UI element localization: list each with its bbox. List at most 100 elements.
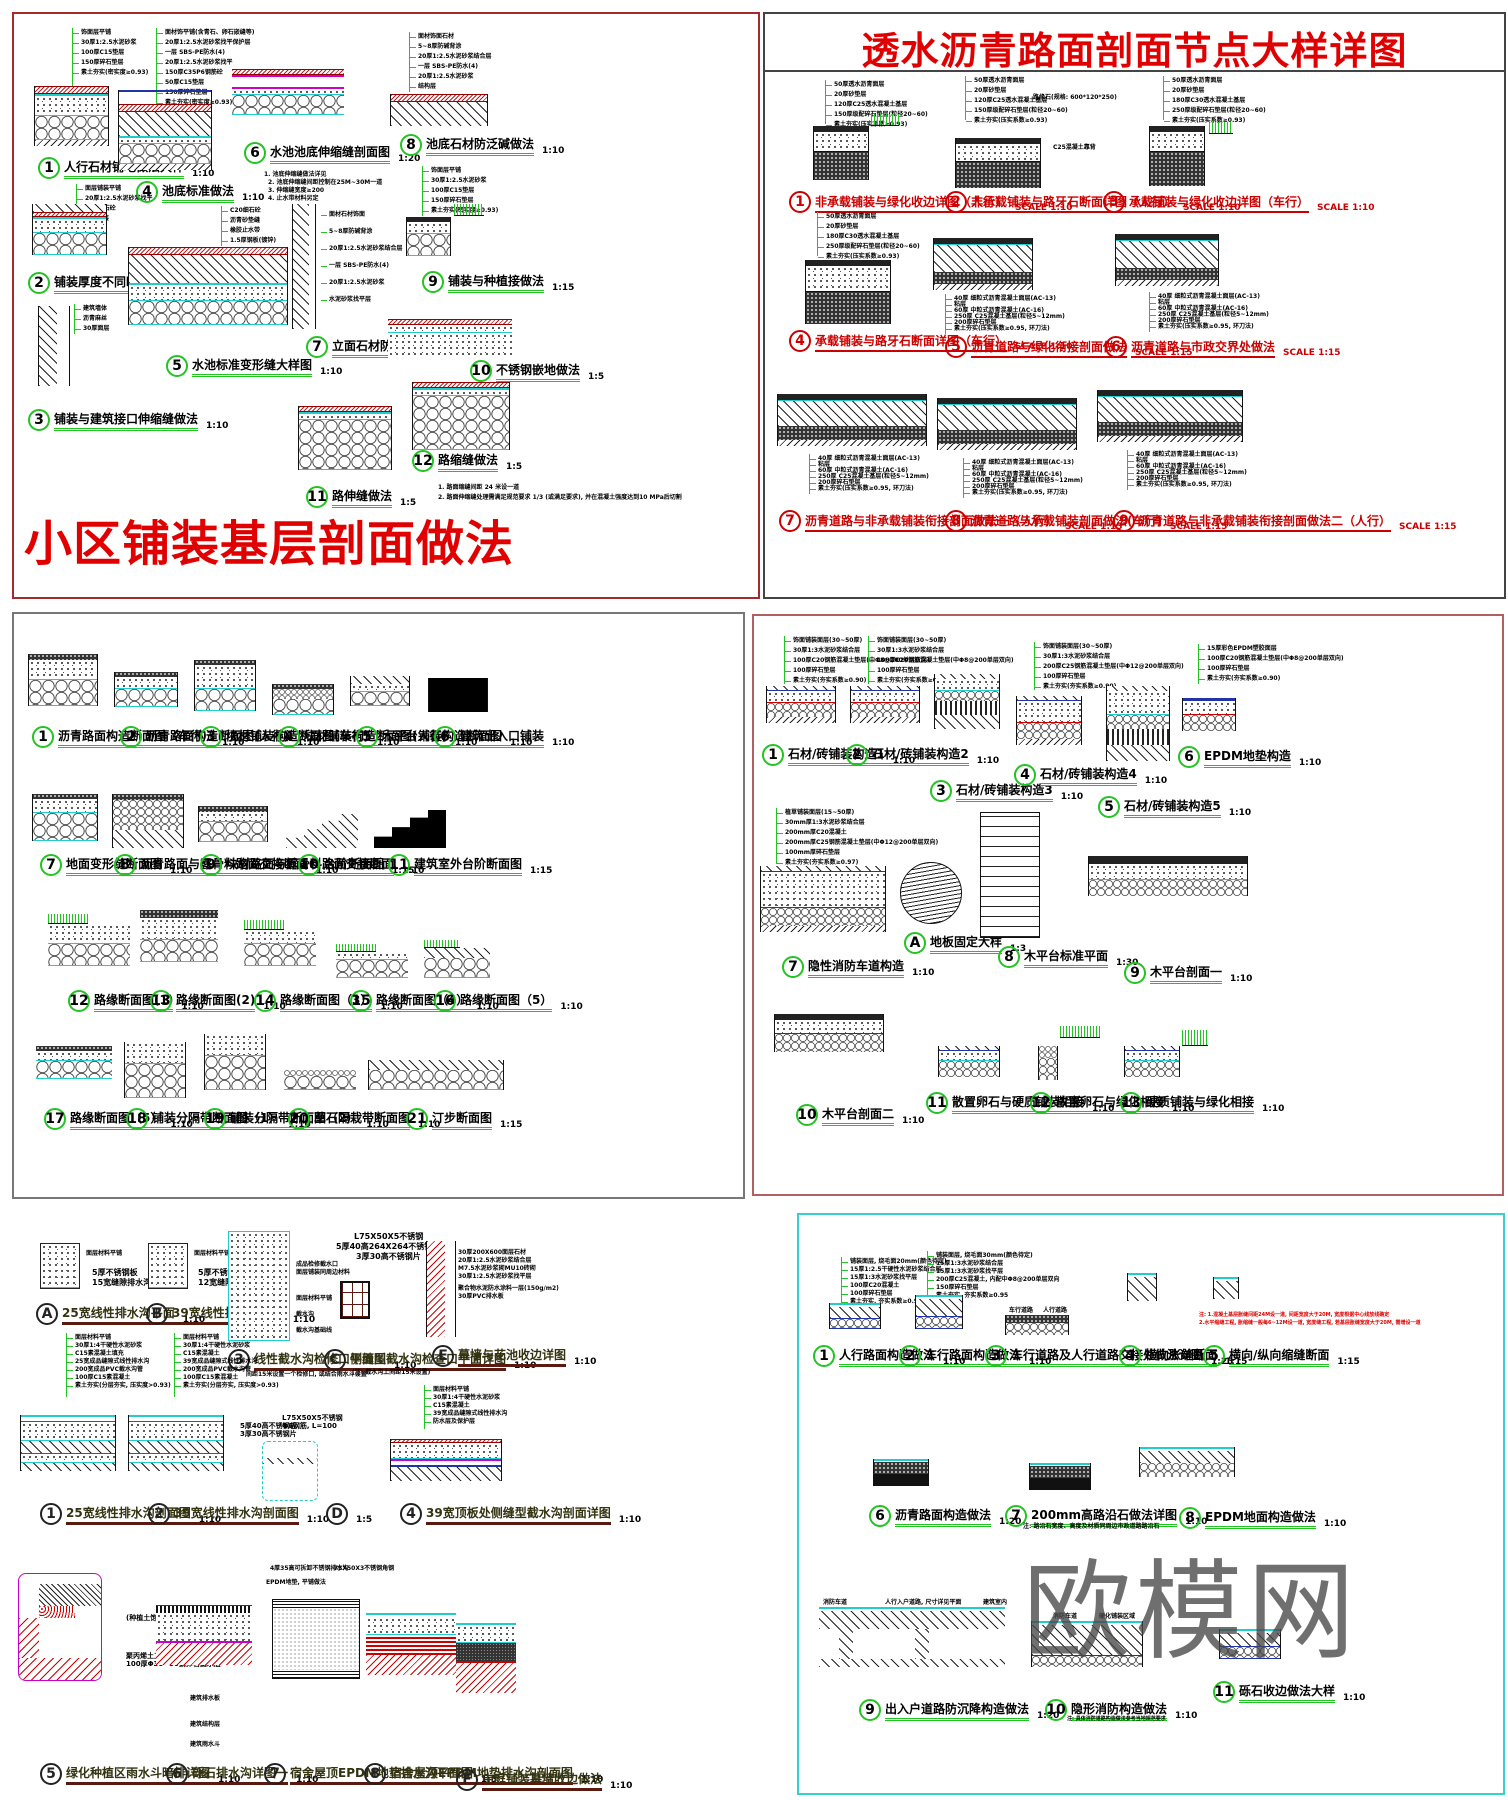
watermark: 欧模网: [1023, 1550, 1360, 1675]
caption-6: 6 沥青道路与市政交界处做法 SCALE 1:15: [1105, 336, 1340, 358]
caption-12: 12 路缩缝做法 1:5: [412, 450, 522, 472]
caption-D: D 1:5: [326, 1503, 372, 1525]
section-drawing: [292, 204, 316, 329]
label: 15宽缝隙排水沟: [92, 1278, 152, 1287]
section-drawing: [388, 319, 512, 359]
grass-planting: [1209, 122, 1233, 134]
caption-2: 2 39宽线性排水沟剖面图 1:10: [148, 1503, 329, 1525]
section-drawing: [38, 306, 70, 386]
plan-drawing: [228, 1231, 290, 1341]
caption-11: 11 建筑室外台阶断面图 1:15: [388, 854, 552, 876]
caption-10: 10 不锈钢嵌地做法 1:5: [470, 360, 604, 382]
section-drawing: [1088, 856, 1248, 896]
caption-6: 6 水池池底伸缩缝剖面图 1:20: [244, 142, 420, 164]
label: 面层材料平铺: [296, 1295, 333, 1302]
title-bar: 透水沥青路面剖面节点大样详图: [765, 14, 1504, 73]
deck-plan: [980, 812, 1040, 938]
section-drawing: [272, 684, 334, 715]
section-drawing: [1097, 390, 1243, 442]
caption-4: 4 39宽顶板处侧缝型截水沟剖面详图 1:10: [400, 1503, 641, 1525]
caption-8: 8 池底石材防泛碱做法 1:10: [400, 134, 564, 156]
label: 建筑排水板: [190, 1695, 221, 1702]
layer-leader: 面材石材饰面 5~8厚防碱背涂 20厚1:2.5水泥砂浆结合层 一层 SBS-P…: [320, 210, 403, 310]
layer-leader: 饰面铺装面层(30~50厚) 30厚1:3水泥砂浆结合层 100厚C20钢筋混凝…: [784, 636, 930, 684]
caption-20: 20 草石隔栽带断面图 1:10: [288, 1108, 440, 1130]
caption-7: 7 沥青道路与非承载铺装衔接剖面做法一（人行） SCALE 1:15: [779, 510, 1122, 532]
section-drawing: [390, 1439, 502, 1481]
section-drawing: [204, 1034, 266, 1090]
note: 4. 止水带材料另定: [268, 195, 319, 202]
detail-scale: 1:10: [192, 169, 215, 179]
layer-leader: 建筑墙体 沥青麻丝 30厚面层: [74, 304, 109, 334]
layer-leader: 15厚彩色EPDM塑胶面层 100厚C20钢筋混凝土垫层(中Φ8@200单层双向…: [1198, 644, 1344, 684]
caption-8: 8 沥青路面与露骨料路面交接断面 1:10: [114, 854, 338, 876]
label: 5厚40高不锈钢板: [240, 1422, 297, 1430]
section-drawing: [424, 940, 490, 978]
label: 20厚1:2.5水泥砂浆结合层: [458, 1257, 532, 1264]
label: 聚合物水泥防水涂料一层(150g/m2): [458, 1285, 559, 1292]
section-drawing: [1115, 234, 1219, 286]
section-drawing: [428, 678, 488, 712]
section-drawing: [34, 86, 109, 146]
section-drawing: [48, 914, 130, 966]
section-drawing: [456, 1623, 516, 1693]
section-drawing: [286, 814, 358, 848]
caption-E: E 幕墙与花池收边详图 1:10: [432, 1345, 596, 1367]
panel-road-construction-details: 铺装面层, 烧毛面20mm(颜色待定) 15厚1:2.5干硬性水泥砂浆结合层 1…: [797, 1213, 1505, 1795]
red-note: 2.水平缩缝工程, 胀缩缝一般每6~12M设一道, 宽度缝工程, 若基层胀缝宽度…: [1199, 1320, 1421, 1326]
section-drawing: [36, 1046, 112, 1079]
section-drawing: [284, 1070, 356, 1090]
label: 建筑室内: [983, 1599, 1008, 1606]
layer-leader: 40厚 细粒式沥青混凝土面层(AC-13) 粘层 60厚 中粒式沥青混凝土(AC…: [963, 458, 1083, 498]
layer-leader: 面层材料平铺 30厚1:4干硬性水泥砂浆 C15素混凝土 39宽成品缝隙式线性排…: [424, 1385, 507, 1429]
section-drawing: [937, 398, 1077, 450]
label: 面层材料平铺: [86, 1250, 123, 1257]
label: Φ6钢筋, L=100: [282, 1422, 337, 1430]
caption-5: 5 沥青道路与绿化衔接剖面做法 SCALE 1:15: [945, 336, 1192, 358]
detail-box-D: [262, 1441, 318, 1501]
section-drawing: [244, 920, 316, 966]
caption-9: 9 铺装与种植接做法 1:15: [422, 271, 574, 293]
caption-8: 8 木平台标准平面 1:30: [998, 946, 1138, 968]
detail-circle-A: [900, 862, 962, 924]
section-drawing: [374, 810, 446, 848]
layer-leader: 40厚 细粒式沥青混凝土面层(AC-13) 粘层 60厚 中粒式沥青混凝土(AC…: [1127, 450, 1247, 490]
label: EPDM地垫, 平铺做法: [266, 1579, 326, 1586]
caption-5: 5 水池标准变形缝大样图 1:10: [166, 355, 342, 377]
label: L75X50X5不锈钢: [354, 1232, 424, 1241]
label: 3厚30高不锈钢片: [356, 1252, 421, 1261]
note: (注: 截水沟上间距15米设置): [352, 1369, 431, 1376]
section-drawing: [336, 944, 408, 978]
section-drawing: [1005, 1315, 1069, 1335]
panel-title: 小区铺装基层剖面做法: [24, 516, 515, 572]
detail-1: 饰面层平铺 30厚1:2.5水泥砂浆 100厚C15垫层 150厚碎石垫层 素土…: [24, 28, 284, 188]
epdm-plan: [272, 1599, 360, 1679]
layer-leader: C20细石砼 沥青砂垫缝 橡胶止水带 1.5厚钢板(镀锌): [221, 206, 276, 246]
caption-3: 3 承载铺装与绿化收边详图（车行） SCALE 1:10: [1103, 191, 1374, 213]
section-drawing: [915, 1295, 963, 1329]
caption-21: 21 汀步断面图 1:15: [406, 1108, 522, 1130]
caption-8: 8 宿舍屋顶EPDM地垫排水沟剖面图 1:10: [364, 1763, 603, 1785]
detail-number: 1: [38, 157, 60, 179]
section-drawing: [140, 910, 218, 962]
label: 12宽缝隙排水沟: [198, 1278, 258, 1287]
section-drawing: [873, 1459, 929, 1486]
section-drawing: [232, 69, 344, 115]
section-drawing: [766, 686, 836, 723]
caption-4: 4 横向胀缝断面 1:15: [1119, 1345, 1247, 1367]
label: 截水沟基础线: [296, 1327, 333, 1334]
note: 间距15米设置一个检修口, 或结合雨水斗设置: [246, 1371, 367, 1378]
label: L75X50X5不锈钢: [282, 1414, 343, 1422]
caption-9: 9 出入户道路防沉降构造做法 1:20: [859, 1699, 1059, 1721]
label: 建筑结构层: [190, 1721, 221, 1728]
section-drawing: [366, 1613, 456, 1675]
section-drawing: [1124, 1046, 1180, 1077]
section-drawing: [933, 238, 1033, 290]
layer-leader: 40厚 细粒式沥青混凝土面层(AC-13) 粘层 60厚 中粒式沥青混凝土(AC…: [945, 294, 1065, 334]
caption-10: 10 木平台剖面二 1:10: [796, 1104, 924, 1126]
panel-title: 透水沥青路面剖面节点大样详图: [861, 29, 1408, 73]
label: 建筑雨水斗: [190, 1741, 221, 1748]
layer-leader: 40厚 细粒式沥青混凝土面层(AC-13) 粘层 60厚 中粒式沥青混凝土(AC…: [809, 454, 929, 494]
caption-3: 3 铺装与建筑接口伸缩缝做法 1:10: [28, 409, 228, 431]
section-drawing: [390, 94, 488, 126]
